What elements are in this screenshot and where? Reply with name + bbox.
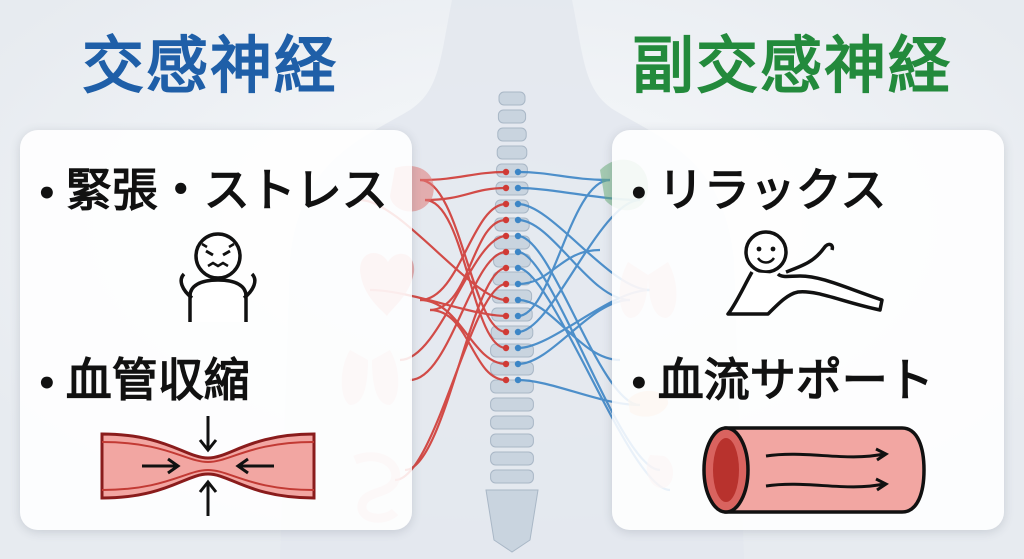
bullet-dot: • (36, 173, 58, 214)
stressed-person-icon (179, 232, 257, 322)
parasympathetic-item-bloodflow: •血流サポート (628, 350, 934, 414)
sympathetic-item-stress: •緊張・ストレス (36, 160, 388, 224)
vertebra (490, 361, 534, 376)
sympathetic-nerve (424, 198, 507, 350)
item-label: リラックス (657, 163, 887, 217)
sympathetic-title: 交感神経 (82, 29, 339, 102)
vertebra (490, 379, 534, 394)
open-vessel-icon (702, 426, 926, 514)
sympathetic-nerve (409, 250, 507, 382)
vertebra (497, 127, 527, 142)
sympathetic-nerve (419, 298, 507, 366)
vertebra (490, 469, 534, 484)
item-label: 血流サポート (657, 353, 934, 407)
parasympathetic-nerve (517, 298, 621, 362)
bullet-dot: • (628, 363, 650, 404)
vertebra (490, 397, 534, 412)
item-label: 緊張・ストレス (65, 163, 388, 217)
vertebra (493, 253, 531, 268)
vertebra (490, 433, 534, 448)
sympathetic-nerve (419, 178, 507, 334)
bullet-dot: • (628, 173, 650, 214)
vertebra (496, 145, 528, 160)
vertebra (494, 199, 530, 214)
relaxed-person-icon (726, 230, 884, 316)
parasympathetic-item-relax: •リラックス (628, 160, 886, 224)
sympathetic-nerve (424, 186, 507, 202)
sympathetic-nerve (429, 308, 507, 382)
sympathetic-nerves (359, 170, 507, 482)
parasympathetic-nerve (517, 170, 611, 182)
vertebra (496, 163, 528, 178)
parasympathetic-title: 副交感神経 (632, 29, 953, 102)
vertebra (490, 451, 534, 466)
sympathetic-nerve (399, 234, 507, 362)
vertebra (490, 415, 534, 430)
sympathetic-nerve (419, 202, 507, 302)
sacrum (485, 489, 539, 553)
bullet-dot: • (36, 363, 58, 404)
constricted-vessel-icon (100, 416, 316, 516)
sympathetic-item-vasoconstriction: •血管収縮 (36, 350, 250, 414)
vertebra (490, 325, 534, 340)
vertebra (497, 109, 527, 124)
parasympathetic-nerve (517, 178, 611, 318)
item-label: 血管収縮 (65, 353, 250, 407)
vertebra (498, 91, 526, 106)
parasympathetic-nerve (517, 248, 601, 286)
